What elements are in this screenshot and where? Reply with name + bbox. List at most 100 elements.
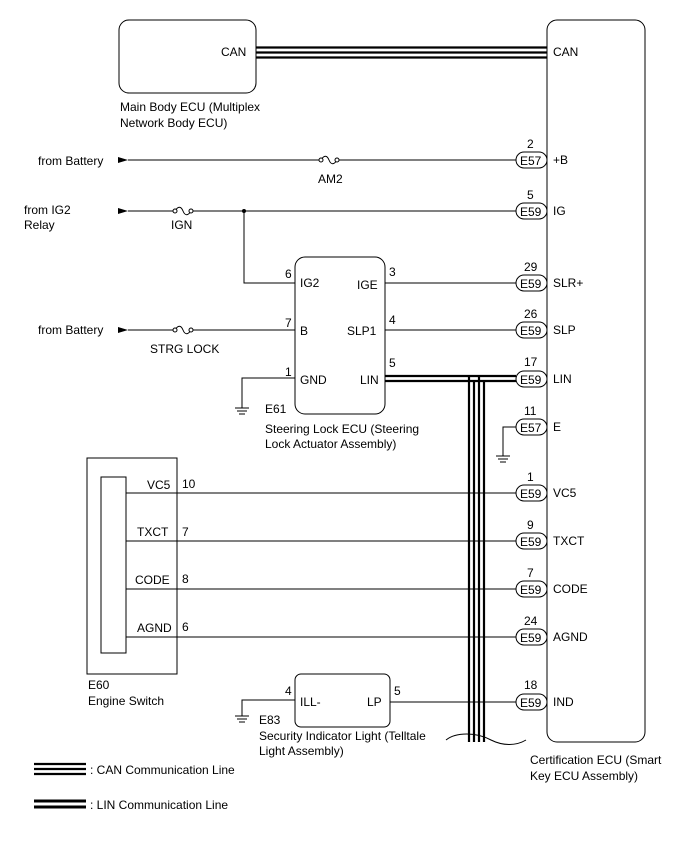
cert-pin-4: 17 E59 LIN (515, 355, 572, 388)
pin-label: +B (553, 153, 568, 167)
pin-number: 5 (389, 356, 396, 370)
certification-ecu-name-1: Certification ECU (Smart (530, 753, 662, 767)
can-line (256, 46, 548, 59)
cert-pin-5: 11 E57 E (515, 404, 561, 436)
engine-switch-code: E60 (88, 678, 110, 692)
cert-pin-6: 1 E59 VC5 (515, 470, 577, 502)
legend-lin-label: : LIN Communication Line (90, 798, 228, 812)
pin-number: 6 (182, 620, 189, 634)
pin-label: IG2 (300, 276, 320, 290)
security-light-ground (235, 699, 295, 723)
connector-code: E59 (520, 631, 542, 645)
pin-number: 1 (285, 365, 292, 379)
steering-lock-ecu-box (294, 256, 386, 415)
fuse-ign-label: IGN (171, 218, 192, 232)
pin-number: 1 (527, 470, 534, 484)
arrow-icon (118, 157, 128, 163)
connector-code: E59 (520, 696, 542, 710)
steering-lock-ecu-code: E61 (265, 402, 287, 416)
pin-number: 9 (527, 518, 534, 532)
pin-number: 17 (524, 355, 538, 369)
arrow-icon (118, 208, 128, 214)
pin-number: 11 (524, 404, 537, 418)
plus-b-circuit: from Battery AM2 (38, 154, 516, 186)
fuse-icon (174, 206, 192, 216)
pin-number: 2 (527, 137, 534, 151)
connector-code: E59 (520, 277, 542, 291)
connector-code: E59 (520, 583, 542, 597)
fuse-icon (174, 325, 192, 335)
security-light-name-1: Security Indicator Light (Telltale (259, 729, 426, 743)
fuse-icon (320, 155, 338, 165)
pin-label: IG (553, 204, 566, 218)
connector-code: E59 (520, 324, 542, 338)
cert-pin-2: 29 E59 SLR+ (515, 260, 583, 292)
connector-code: E59 (520, 487, 542, 501)
connector-code: E59 (520, 535, 542, 549)
cert-pin-1: 5 E59 IG (515, 188, 566, 220)
source-battery-2: from Battery (38, 323, 103, 337)
main-body-ecu-can-pin: CAN (221, 45, 246, 59)
pin-number: 10 (182, 477, 196, 491)
pin-number: 7 (182, 525, 189, 539)
steering-lock-ecu-name-1: Steering Lock ECU (Steering (265, 422, 419, 436)
certification-ecu-can-pin: CAN (553, 45, 578, 59)
pin-label: TXCT (553, 534, 585, 548)
pin-label: IGE (357, 278, 378, 292)
pin-label: LP (367, 695, 382, 709)
fuse-strg-lock-label: STRG LOCK (150, 342, 219, 356)
lin-line (385, 374, 527, 745)
main-body-ecu-name-1: Main Body ECU (Multiplex (120, 100, 260, 114)
fuse-am2-label: AM2 (318, 172, 343, 186)
steering-lock-ground (235, 377, 295, 415)
pin-number: 8 (182, 572, 189, 586)
pin-number: 3 (389, 265, 396, 279)
pin-label: B (300, 324, 308, 338)
security-light-name-2: Light Assembly) (259, 744, 344, 758)
security-indicator-light: 4 ILL- 5 LP E83 Security Indicator Light… (259, 673, 426, 758)
security-light-code: E83 (259, 713, 281, 727)
cert-pin-8: 7 E59 CODE (515, 566, 588, 598)
connector-code: E57 (520, 421, 542, 435)
legend: : CAN Communication Line : LIN Communica… (34, 762, 235, 812)
pin-label: CODE (135, 573, 170, 587)
cert-pin-10: 18 E59 IND (515, 678, 574, 711)
pin-label: AGND (137, 621, 172, 635)
source-ig2-line2: Relay (24, 218, 55, 232)
pin-label: LIN (553, 372, 572, 386)
break-mark (445, 733, 527, 745)
legend-lin-symbol (34, 799, 86, 809)
steering-lock-ecu: 6 IG2 7 B 1 GND 3 IGE 4 SLP1 5 LIN E61 S… (265, 256, 419, 451)
pin-number: 29 (524, 260, 538, 274)
pin-number: 26 (524, 307, 538, 321)
pin-label: TXCT (137, 525, 169, 539)
pin-number: 4 (285, 684, 292, 698)
pin-label: SLP (553, 323, 576, 337)
legend-can-label: : CAN Communication Line (90, 763, 235, 777)
pin-label: SLP1 (347, 324, 377, 338)
pin-label: VC5 (147, 478, 171, 492)
cert-pin-3: 26 E59 SLP (515, 307, 576, 339)
pin-label: E (553, 420, 561, 434)
pin-label: GND (300, 373, 327, 387)
pin-number: 6 (285, 267, 292, 281)
pin-label: CODE (553, 582, 588, 596)
source-ig2-line1: from IG2 (24, 203, 71, 217)
pin-number: 18 (524, 678, 538, 692)
pin-label: VC5 (553, 486, 577, 500)
connector-code: E59 (520, 373, 542, 387)
ig-circuit: from IG2 Relay IGN (24, 203, 516, 284)
pin-label: SLR+ (553, 276, 583, 290)
connector-code: E57 (520, 154, 542, 168)
certification-ecu-name-2: Key ECU Assembly) (530, 769, 638, 783)
pin-label: IND (553, 695, 574, 709)
arrow-icon (118, 327, 128, 333)
pin-number: 5 (527, 188, 534, 202)
pin-number: 7 (285, 316, 292, 330)
legend-can-symbol (34, 762, 86, 776)
engine-switch: VC5 10 TXCT 7 CODE 8 AGND 6 E60 Engine S… (86, 457, 196, 708)
source-battery-1: from Battery (38, 154, 103, 168)
pin-number: 24 (524, 614, 538, 628)
main-body-ecu-name-2: Network Body ECU) (120, 116, 227, 130)
